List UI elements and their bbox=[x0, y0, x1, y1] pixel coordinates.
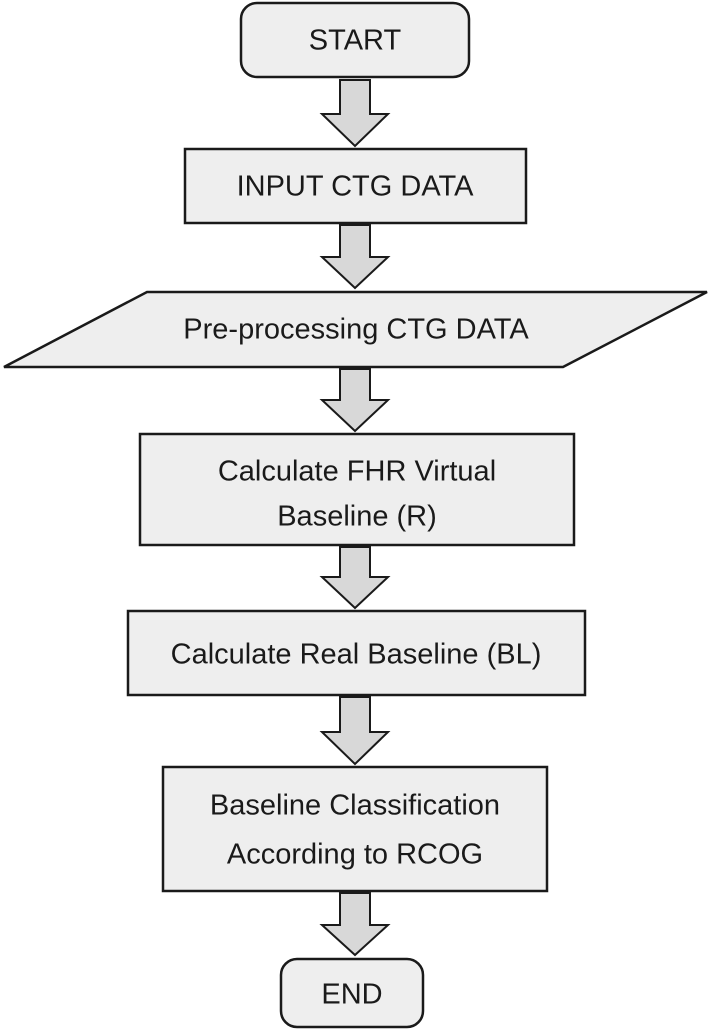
start-label: START bbox=[309, 25, 402, 57]
classification-label-line2: According to RCOG bbox=[227, 839, 483, 871]
arrow-classification-to-end bbox=[319, 892, 391, 957]
virtual-baseline-label-line2: Baseline (R) bbox=[277, 501, 437, 533]
arrow-input-to-preprocess bbox=[319, 224, 391, 290]
arrow-real-to-classification bbox=[319, 696, 391, 766]
arrow-start-to-input bbox=[319, 79, 391, 148]
preprocess-node: Pre-processing CTG DATA bbox=[3, 290, 708, 369]
virtual-baseline-node: Calculate FHR Virtual Baseline (R) bbox=[138, 432, 576, 547]
real-baseline-node: Calculate Real Baseline (BL) bbox=[126, 609, 587, 697]
input-node: INPUT CTG DATA bbox=[183, 147, 528, 225]
virtual-baseline-label-line1: Calculate FHR Virtual bbox=[218, 456, 496, 488]
preprocess-label: Pre-processing CTG DATA bbox=[183, 314, 529, 346]
real-baseline-label: Calculate Real Baseline (BL) bbox=[171, 639, 542, 671]
arrow-preprocess-to-virtual bbox=[319, 368, 391, 433]
end-label: END bbox=[321, 979, 382, 1011]
start-node: START bbox=[239, 1, 471, 79]
arrow-virtual-to-real bbox=[319, 546, 391, 610]
classification-node: Baseline Classification According to RCO… bbox=[161, 765, 549, 893]
input-label: INPUT CTG DATA bbox=[237, 171, 475, 203]
end-node: END bbox=[279, 957, 425, 1029]
classification-label-line1: Baseline Classification bbox=[210, 790, 500, 822]
